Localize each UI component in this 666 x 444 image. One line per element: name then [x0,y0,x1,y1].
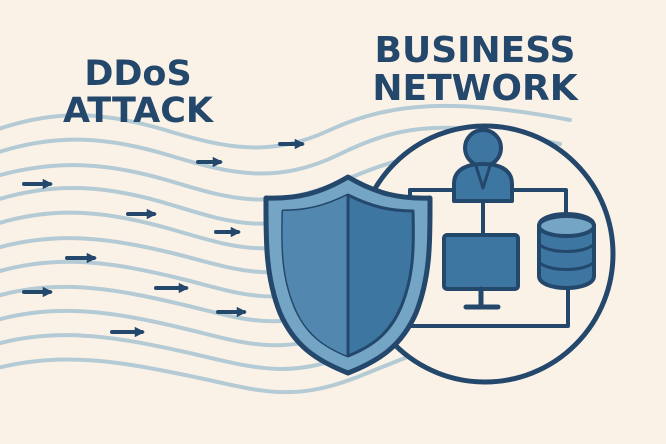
security-shield [263,174,433,376]
ddos-attack-title: DDoS ATTACK [48,56,228,130]
ddos-title-line-2: ATTACK [62,90,214,131]
user-icon [452,128,514,203]
business-network-title: BUSINESS NETWORK [360,32,590,108]
attack-arrows [22,138,306,338]
network-title-line-2: NETWORK [372,67,578,109]
ddos-title-line-1: DDoS [84,54,192,94]
network-title-line-1: BUSINESS [374,30,576,71]
desktop-monitor-icon [442,233,520,310]
database-server-icon [537,212,596,290]
